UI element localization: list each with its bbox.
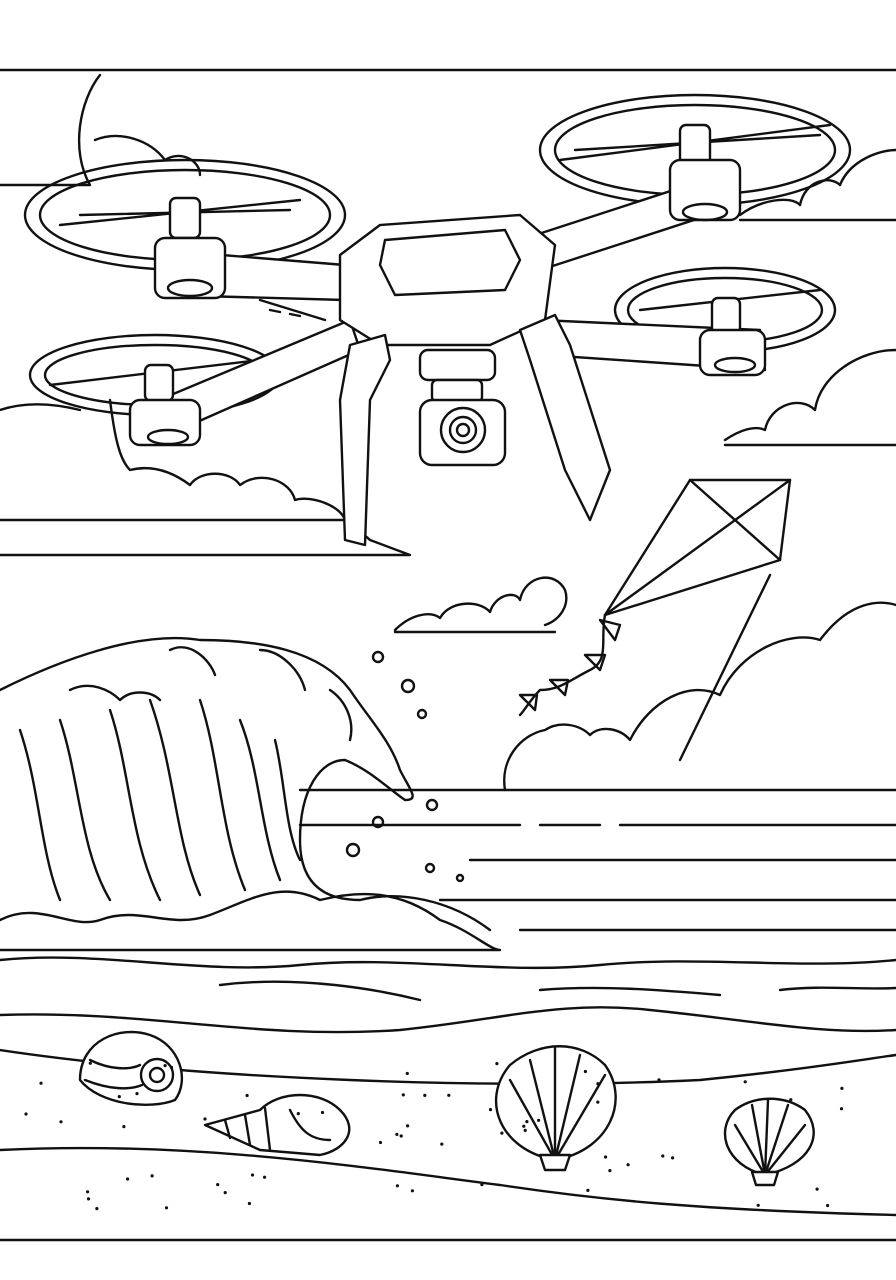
sand-dune-line [0,1146,896,1217]
scallop-shell [494,1045,617,1172]
sand-dot [86,1190,90,1194]
sea [298,788,896,932]
sand-dot [169,1065,174,1070]
sand-dot [95,1207,99,1211]
kite-tail-bows [518,618,622,712]
camera-gimbal [418,348,497,382]
camera [418,398,507,467]
wave-crest [0,636,492,932]
sand-dot [537,1118,541,1122]
sand-dot [789,1098,793,1102]
sand-dot [608,1169,612,1173]
sand-dot [525,1120,529,1124]
sand-dots [24,1061,844,1211]
sand-dot [399,1134,403,1138]
sand-dot [495,1062,499,1066]
kite [518,478,792,762]
sand-dot [395,1132,399,1136]
sand-dot [59,1120,63,1124]
conch-shell [203,1093,351,1157]
drone [23,93,852,547]
sand-dot [88,1061,92,1065]
wave-foam-base [0,890,502,952]
shore-wave-line [0,1006,896,1034]
sand-dot [596,1082,600,1086]
sand-dot [378,1140,383,1145]
sand-dot [405,1071,409,1076]
sand-dot [756,1203,760,1207]
sand-dot [86,1197,91,1201]
sand-dot [223,1191,227,1195]
cloud [393,576,568,634]
sand-dot [626,1163,630,1167]
sand-dot [480,1183,484,1187]
sand-dot [39,1081,43,1085]
wave-foam [68,646,353,742]
camera-lens [439,406,487,454]
sand-dot [661,1154,665,1158]
sand-dot [488,1108,493,1112]
sand-dot [583,1069,588,1074]
cloud [503,601,896,792]
cloud [723,348,896,447]
scallop-shell [723,1097,815,1187]
kite-tail [518,613,607,717]
sand-dot [406,1124,410,1128]
sand-dot [447,1093,451,1097]
sand-dot [126,1177,130,1181]
sand-dot [216,1183,220,1187]
kite-spars [603,478,792,617]
sand-dot [150,1174,154,1178]
landing-leg [338,333,392,547]
sand-dot [135,1092,139,1096]
sand-dot [203,1117,207,1121]
kite-string [678,573,772,762]
ocean-wave [0,636,502,952]
sand-dot [840,1086,844,1090]
sand-dot [839,1107,844,1111]
sand-dot [245,1093,249,1098]
sand-dot [500,1131,504,1135]
clouds [0,73,896,792]
sand-dot [815,1187,819,1191]
sand-dot [163,1064,167,1068]
sand-dot [604,1155,608,1159]
drone-top-panel [378,228,522,297]
sand-dot [401,1093,405,1097]
sand-dot [671,1156,675,1160]
sand-dot [320,1110,325,1115]
sand-dot [122,1125,126,1129]
landing-leg [518,313,612,522]
sand-dot [263,1175,267,1179]
sand-dot [395,1184,399,1188]
sand-dot [117,1095,121,1099]
drone-vents [258,298,327,322]
sand-dot [586,1188,590,1192]
sand-dot [743,1080,747,1084]
sand-dot [423,1093,427,1097]
wave-curl-lines [18,698,302,902]
sand-dot [657,1078,661,1082]
wet-sand-lines [218,980,896,1002]
sand-dot [410,1189,414,1193]
sand-dot [440,1142,444,1146]
camera-mount [430,378,484,404]
water-lines [298,823,896,932]
spray-droplets [345,650,465,883]
sand-dot [164,1206,169,1210]
sand-dot [522,1124,526,1128]
sand-dot [596,1100,600,1104]
seashells [78,1030,815,1187]
sand-dot [24,1112,28,1116]
sand-dot [826,1203,830,1208]
snail-shell [78,1030,184,1106]
sand-dot [250,1173,255,1177]
shore-wave-line [0,956,896,970]
sand-dot [523,1128,527,1132]
sand-dot [296,1112,300,1116]
motors [128,123,767,447]
cloud [738,148,896,222]
sand-dot [247,1201,251,1206]
